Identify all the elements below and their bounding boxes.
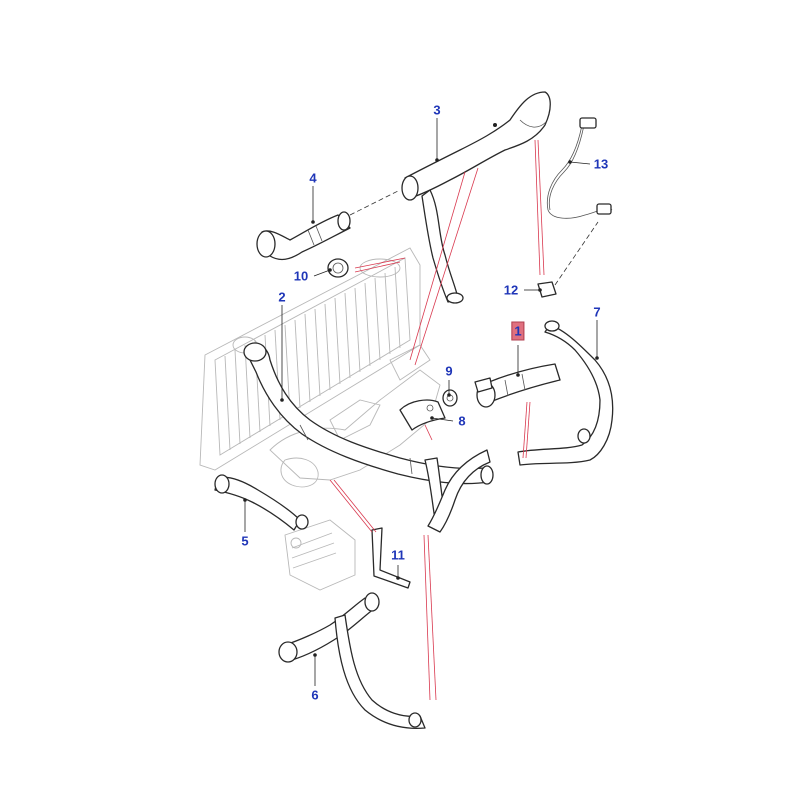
dashed-leader-4 [349, 189, 401, 216]
part-10-fitting [327, 258, 349, 278]
part-1-pipe [474, 363, 561, 408]
callout-4: 4 [309, 170, 317, 186]
callout-11: 11 [391, 547, 405, 563]
dashed-leader-12 [554, 221, 599, 286]
part-13-sensor-harness [546, 117, 613, 219]
part-7-hose [427, 320, 614, 533]
callout-7: 7 [593, 304, 601, 320]
oil-cooler-outline [284, 519, 356, 591]
callout-6: 6 [311, 687, 319, 703]
callout-leaders [243, 118, 599, 686]
part-8-bracket [399, 399, 446, 431]
part-12-clip [537, 281, 557, 298]
reference-lines [329, 139, 545, 701]
callout-10: 10 [293, 268, 309, 284]
callout-9: 9 [445, 363, 453, 379]
part-9-cap [442, 389, 458, 407]
callout-12: 12 [503, 282, 519, 298]
callout-2: 2 [278, 289, 286, 305]
part-4-hose [256, 211, 351, 261]
callout-8: 8 [458, 413, 466, 429]
part-5-hose [214, 474, 309, 531]
part-6-hose [278, 592, 426, 730]
part-3-upper-hose [401, 91, 551, 304]
part-11-bracket [371, 527, 411, 589]
callout-13: 13 [593, 156, 609, 172]
callout-5: 5 [241, 533, 249, 549]
callout-3: 3 [433, 102, 441, 118]
callout-1: 1 [511, 321, 525, 341]
